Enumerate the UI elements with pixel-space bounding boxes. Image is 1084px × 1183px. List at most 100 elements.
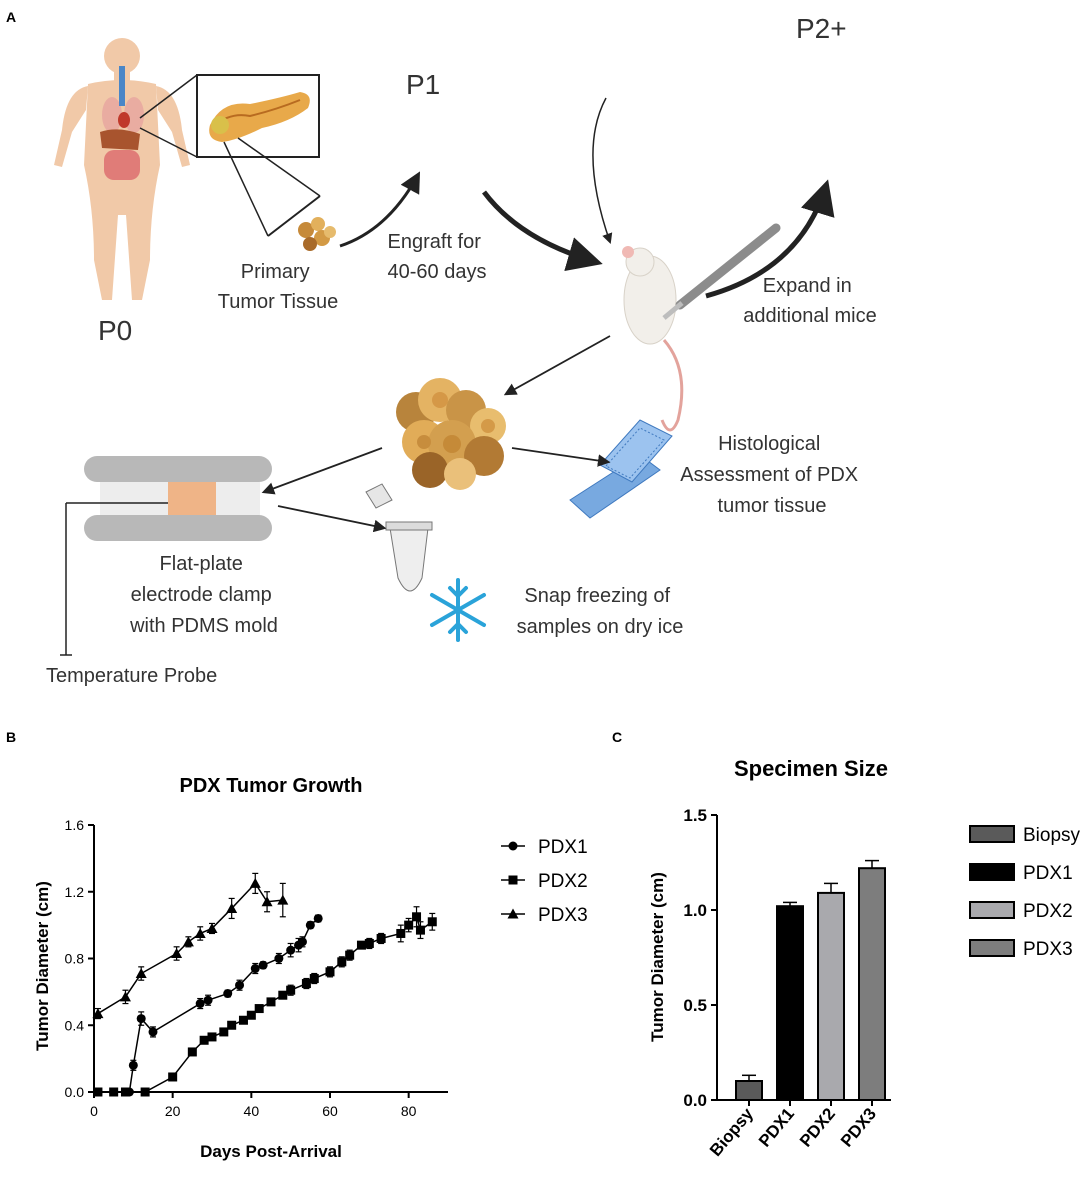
y-tick-label: 0.8 — [65, 951, 85, 967]
data-point-pdx2 — [415, 925, 425, 935]
p1-label: P1 — [406, 69, 440, 100]
legend-label-pdx3: PDX3 — [538, 905, 588, 926]
pdx-tumor-cluster — [396, 378, 506, 490]
chart-c-ylabel: Tumor Diameter (cm) — [648, 872, 667, 1042]
primary-tumor-label: Primary Tumor Tissue — [218, 261, 338, 313]
legend-label-pdx2: PDX2 — [538, 871, 588, 892]
y-tick-label: 1.5 — [683, 806, 707, 825]
data-point-pdx3 — [261, 896, 273, 907]
data-point-pdx3 — [171, 947, 183, 958]
data-point-pdx3 — [194, 927, 206, 938]
data-point-pdx1 — [223, 989, 233, 999]
data-point-pdx3 — [119, 991, 131, 1002]
snowflake-icon — [430, 578, 486, 642]
data-point-pdx2 — [93, 1087, 103, 1097]
data-point-pdx1 — [313, 913, 323, 923]
x-tick-label: 80 — [401, 1103, 417, 1119]
data-point-pdx2 — [412, 912, 422, 922]
y-tick-label: 0.0 — [65, 1084, 85, 1100]
x-tick-label: 60 — [322, 1103, 338, 1119]
bar-biopsy — [735, 1080, 763, 1101]
data-point-pdx2 — [109, 1087, 119, 1097]
legend-label-pdx3: PDX3 — [1023, 939, 1073, 960]
data-point-pdx1 — [297, 937, 307, 947]
histology-line-3: tumor tissue — [718, 495, 827, 517]
chart-b-xlabel: Days Post-Arrival — [200, 1142, 342, 1161]
data-point-pdx2 — [356, 940, 366, 950]
legend-label-pdx1: PDX1 — [538, 837, 588, 858]
y-tick-label: 0.5 — [683, 996, 707, 1015]
snap-freeze-label: Snap freezing of samples on dry ice — [517, 585, 684, 638]
data-point-pdx1 — [258, 960, 268, 970]
data-point-pdx2 — [309, 974, 319, 984]
legend-marker-pdx1 — [508, 841, 518, 851]
data-point-pdx2 — [286, 985, 296, 995]
x-tick-label: PDX1 — [755, 1104, 798, 1150]
bar-pdx3 — [858, 867, 886, 1102]
histology-label: Histological Assessment of PDX tumor tis… — [680, 433, 863, 517]
microcentrifuge-tube — [365, 483, 433, 592]
expand-line-2: additional mice — [743, 305, 876, 327]
engraft-line-1: Engraft for — [388, 231, 482, 253]
histology-line-2: Assessment of PDX — [680, 464, 858, 486]
y-tick-label: 1.0 — [683, 901, 707, 920]
data-point-pdx2 — [337, 957, 347, 967]
p0-label: P0 — [98, 315, 132, 346]
workflow-arrows — [261, 97, 835, 533]
legend-swatch-pdx2 — [969, 901, 1015, 919]
data-point-pdx2 — [120, 1087, 130, 1097]
histology-line-1: Histological — [718, 433, 820, 455]
primary-tumor-line-2: Tumor Tissue — [218, 291, 338, 313]
data-point-pdx2 — [238, 1015, 248, 1025]
legend-marker-pdx3 — [507, 908, 519, 919]
data-point-pdx2 — [427, 917, 437, 927]
data-point-pdx2 — [266, 997, 276, 1007]
pancreas-zoom-inset — [139, 74, 336, 251]
legend-swatch-biopsy — [969, 825, 1015, 843]
data-point-pdx2 — [140, 1087, 150, 1097]
data-point-pdx1 — [286, 945, 296, 955]
clamp-label: Flat-plate electrode clamp with PDMS mol… — [129, 553, 278, 637]
p2-label: P2+ — [796, 13, 847, 44]
data-point-pdx3 — [206, 922, 218, 933]
data-point-pdx2 — [207, 1032, 217, 1042]
legend-label-biopsy: Biopsy — [1023, 825, 1081, 846]
clamp-line-3: with PDMS mold — [129, 615, 278, 637]
data-point-pdx1 — [136, 1014, 146, 1024]
panel-label-a: A — [6, 9, 16, 25]
panel-label-b: B — [6, 729, 16, 745]
expand-line-1: Expand in — [763, 275, 852, 297]
data-point-pdx2 — [227, 1020, 237, 1030]
data-point-pdx1 — [195, 999, 205, 1009]
data-point-pdx2 — [364, 938, 374, 948]
snap-freeze-line-2: samples on dry ice — [517, 616, 684, 638]
dissected-mouse — [622, 246, 684, 432]
data-point-pdx1 — [305, 920, 315, 930]
data-point-pdx3 — [249, 877, 261, 888]
data-point-pdx2 — [404, 920, 414, 930]
legend-swatch-pdx1 — [969, 863, 1015, 881]
data-point-pdx2 — [396, 928, 406, 938]
chart-b-title: PDX Tumor Growth — [180, 775, 363, 797]
x-tick-label: PDX3 — [837, 1104, 880, 1150]
scalpel-icon — [662, 223, 781, 320]
data-point-pdx3 — [182, 936, 194, 947]
chart-c-title: Specimen Size — [734, 756, 888, 781]
engraft-line-2: 40-60 days — [388, 261, 487, 283]
human-body-illustration — [54, 38, 190, 300]
x-tick-label: Biopsy — [706, 1104, 757, 1160]
snap-freeze-line-1: Snap freezing of — [524, 585, 670, 607]
data-point-pdx1 — [235, 980, 245, 990]
x-tick-label: 40 — [244, 1103, 260, 1119]
y-tick-label: 0.4 — [65, 1017, 85, 1033]
x-tick-label: 20 — [165, 1103, 181, 1119]
data-point-pdx3 — [226, 902, 238, 913]
data-point-pdx1 — [274, 954, 284, 963]
x-tick-label: PDX2 — [796, 1104, 839, 1150]
data-point-pdx3 — [277, 894, 289, 905]
